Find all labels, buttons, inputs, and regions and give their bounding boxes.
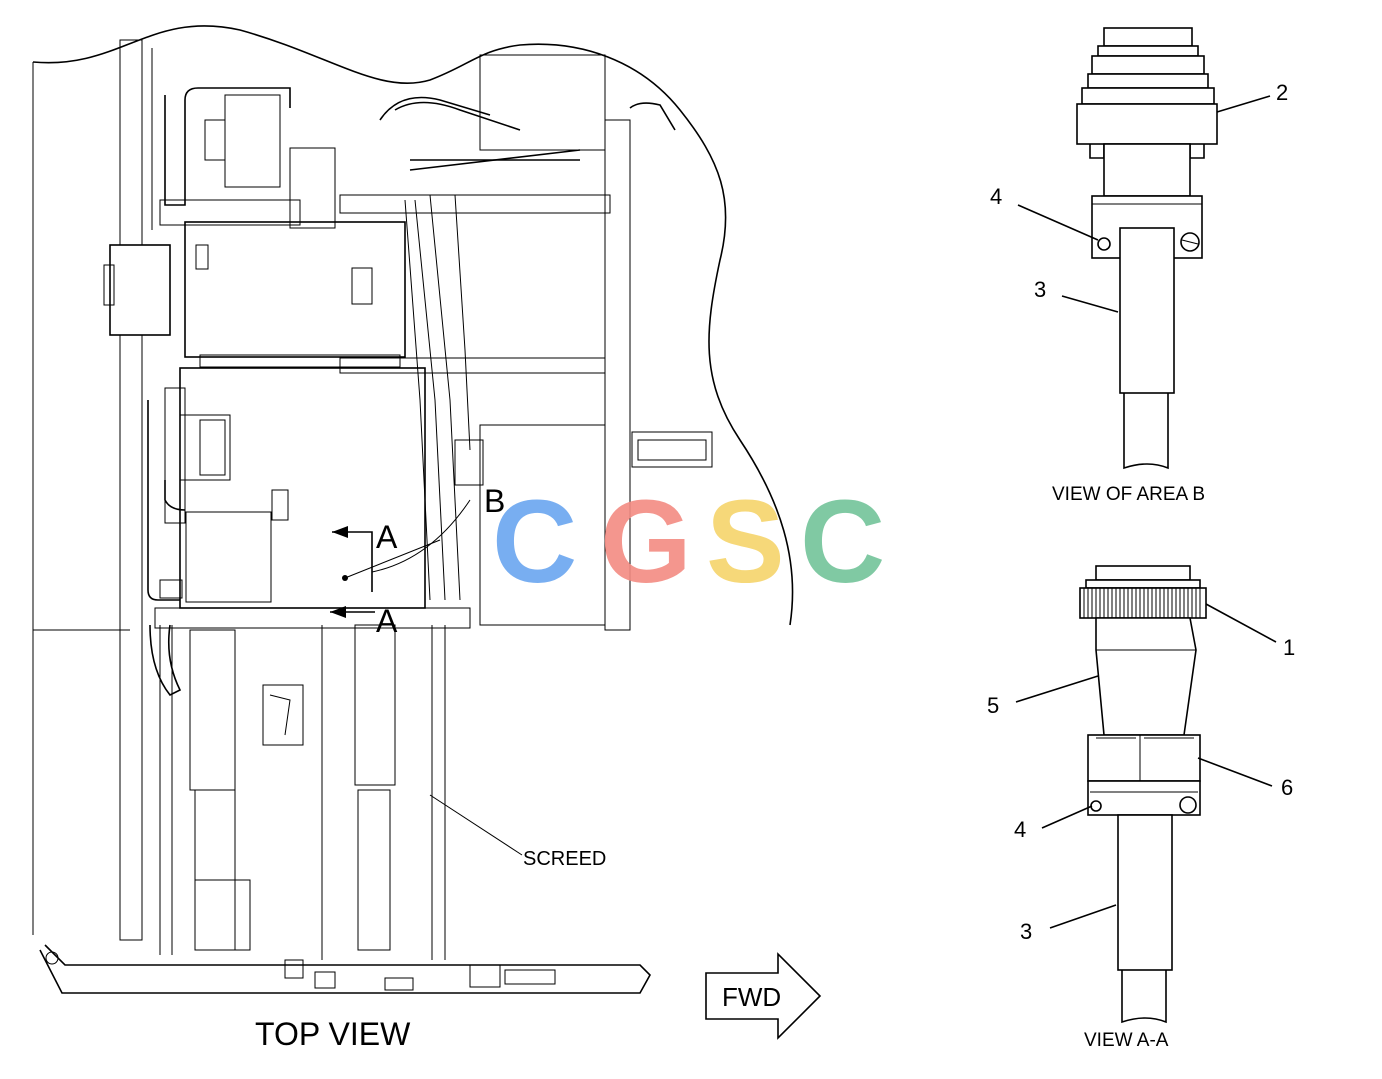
part-number-4-area-b: 4 [990, 184, 1002, 209]
part-number-2: 2 [1276, 80, 1288, 105]
part-number-4-view-aa: 4 [1014, 817, 1026, 842]
top-view-title: TOP VIEW [255, 1016, 411, 1052]
watermark-letter-1: C [492, 476, 577, 608]
watermark-letter-2: G [600, 476, 692, 608]
top-view-drawing [32, 25, 794, 994]
part-number-1: 1 [1283, 635, 1295, 660]
watermark-letter-3: S [706, 476, 785, 608]
screed-label: SCREED [523, 848, 606, 870]
part-number-5: 5 [987, 693, 999, 718]
view-aa-title: VIEW A-A [1084, 1030, 1169, 1051]
view-a-a-drawing [1015, 565, 1277, 1024]
forward-direction-arrow: FWD [705, 952, 822, 1040]
watermark-logo: C G S C [492, 476, 885, 608]
section-a-top-label: A [376, 519, 398, 555]
view-of-area-b-drawing [1017, 27, 1271, 470]
view-area-b-title: VIEW OF AREA B [1052, 484, 1205, 505]
part-number-3-area-b: 3 [1034, 277, 1046, 302]
area-b-label: B [484, 483, 505, 519]
fwd-label: FWD [722, 982, 781, 1012]
watermark-letter-4: C [800, 476, 885, 608]
section-a-bottom-label: A [376, 603, 398, 639]
part-number-3-view-aa: 3 [1020, 919, 1032, 944]
part-number-6: 6 [1281, 775, 1293, 800]
